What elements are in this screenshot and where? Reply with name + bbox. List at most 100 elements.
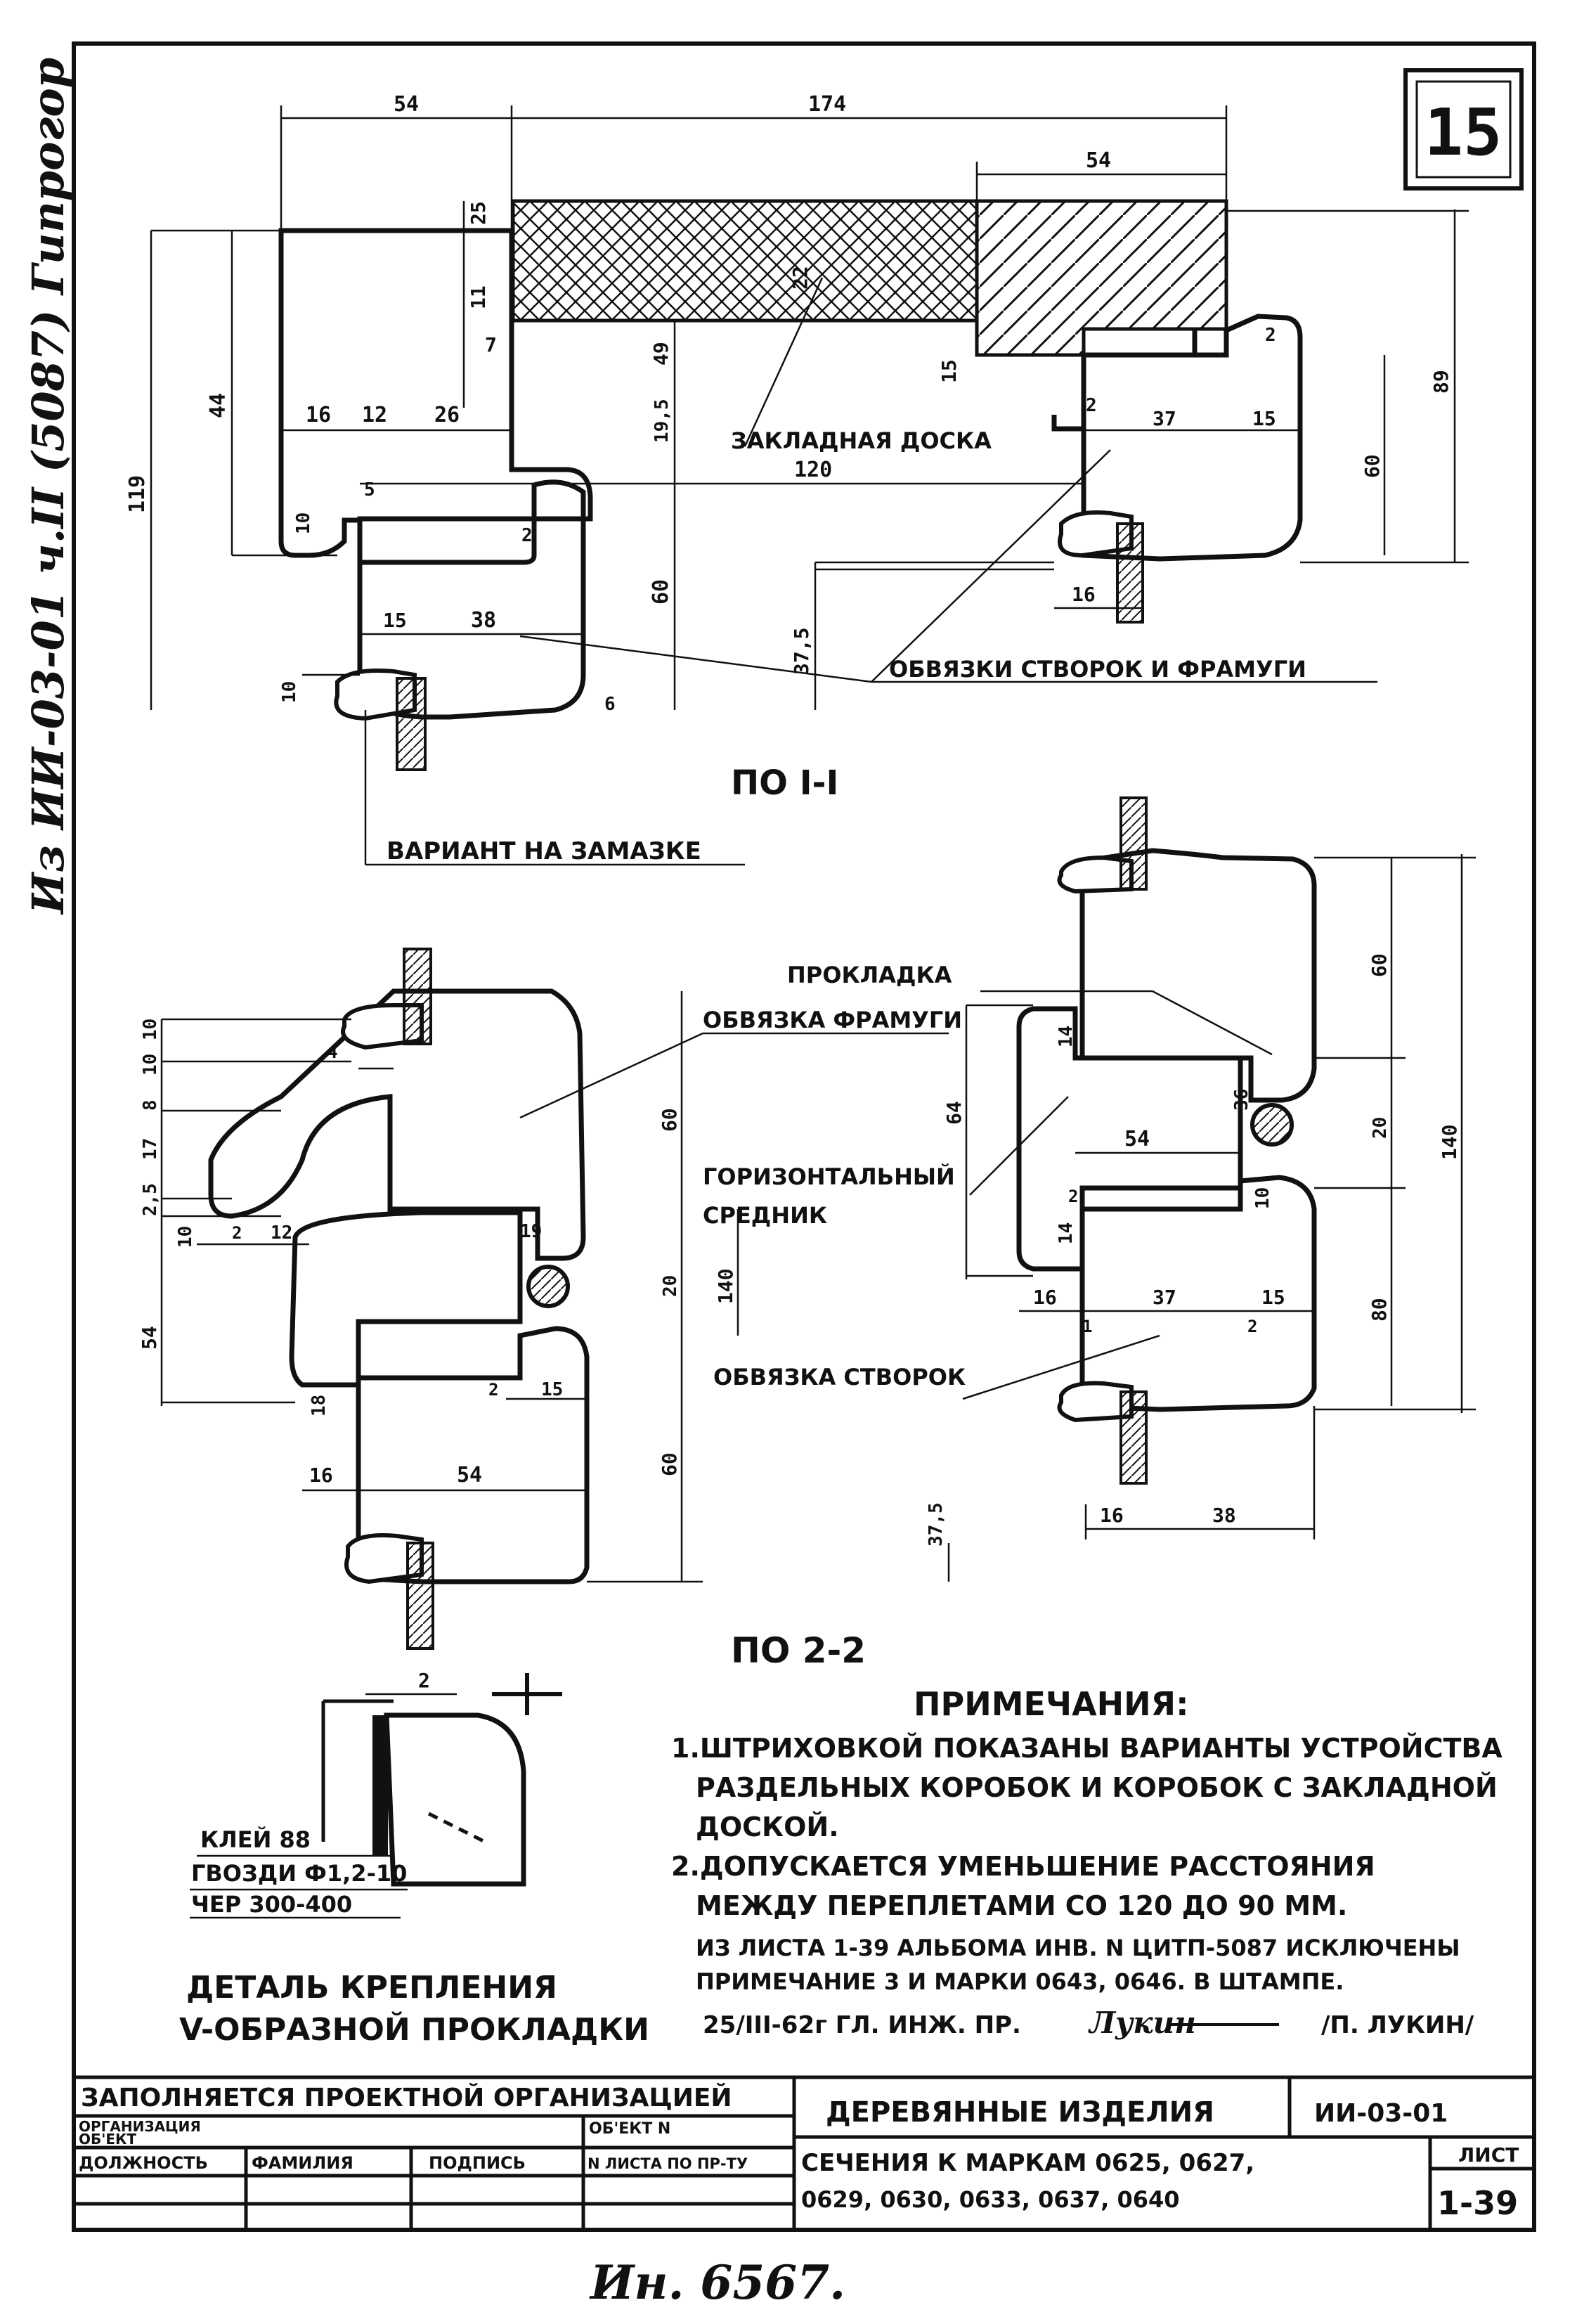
notes-line2: РАЗДЕЛЬНЫХ КОРОБОК И КОРОБОК С ЗАКЛАДНОЙ <box>696 1772 1498 1803</box>
dim-20a-2: 20 <box>660 1275 681 1297</box>
notes-signature: Лукин <box>1088 2006 1196 2040</box>
transom-profile-2a <box>208 988 586 1261</box>
dim-10d-2: 10 <box>1252 1187 1273 1209</box>
inserted-board <box>975 199 1228 357</box>
dim-54b-2: 54 <box>457 1463 482 1487</box>
dim-2-5-2: 2,5 <box>140 1183 161 1216</box>
detail-title1: ДЕТАЛЬ КРЕПЛЕНИЯ <box>186 1970 557 2006</box>
notes-line6: ИЗ ЛИСТА 1-39 АЛЬБОМА ИНВ. N ЦИТП-5087 И… <box>696 1935 1460 1961</box>
stamp-podpis: ПОДПИСЬ <box>429 2153 526 2173</box>
stamp-obj: ОБ'ЕКТ <box>79 2131 136 2148</box>
detail-dim: 2 <box>418 1669 430 1692</box>
dim-10a: 10 <box>293 512 314 534</box>
dim-2a: 2 <box>521 525 533 546</box>
stamp-dolzhnost: ДОЛЖНОСТЬ <box>79 2153 208 2173</box>
stamp-code: ИИ-03-01 <box>1314 2099 1448 2128</box>
dim-2d-2: 2 <box>1247 1317 1257 1336</box>
dim-140b-2: 140 <box>1438 1124 1461 1160</box>
detail-gasket-mount: 2 КЛЕЙ 88 ГВОЗДИ Ф1,2-10 ЧЕР 300-400 ДЕТ… <box>179 1669 649 2048</box>
dim-37: 37 <box>1153 407 1176 430</box>
sash-frame-1b <box>1051 330 1198 432</box>
dim-120: 120 <box>794 458 832 482</box>
label-gorizontalny: ГОРИЗОНТАЛЬНЫЙ <box>703 1163 955 1190</box>
gasket-2a <box>526 1265 570 1308</box>
dim-54: 54 <box>394 92 419 117</box>
dim-15a: 15 <box>937 359 961 383</box>
dim-64-2: 64 <box>942 1101 966 1125</box>
dim-8-2: 8 <box>140 1099 161 1111</box>
dim-38-2: 38 <box>1212 1504 1236 1527</box>
side-note: Из ИИ-03-01 ч.II (5087) Гипрогор <box>22 58 74 915</box>
stamp-familiya: ФАМИЛИЯ <box>252 2153 353 2173</box>
dim-10a-2: 10 <box>140 1019 161 1040</box>
dim-22: 22 <box>788 266 812 290</box>
dim-15c: 15 <box>1252 407 1276 430</box>
dim-60a-2: 60 <box>658 1108 681 1132</box>
sash-profile-2b <box>1079 1175 1317 1412</box>
transom-profile-2b <box>1079 848 1317 1103</box>
caption-s1: ПО I-I <box>731 763 838 803</box>
glass-2b <box>406 1542 434 1650</box>
section-2-2-left: 10 10 8 17 2,5 54 4 60 10 2 12 19 20 140… <box>138 948 950 1650</box>
dim-10b: 10 <box>279 681 300 703</box>
section-2-2-right: 60 14 64 36 54 20 140 14 2 10 16 37 15 1… <box>942 796 1476 1539</box>
dim-14a-2: 14 <box>1056 1026 1077 1047</box>
detail-note3: ЧЕР 300-400 <box>191 1891 352 1918</box>
title-block <box>74 2075 1534 2230</box>
label-zakladnaya: ЗАКЛАДНАЯ ДОСКА <box>731 427 992 454</box>
dim-49: 49 <box>649 342 673 366</box>
detail-vstrip <box>372 1715 388 1856</box>
dim-16a-2: 16 <box>309 1464 333 1487</box>
dim-15a-2: 15 <box>541 1379 563 1400</box>
dim-16b-2: 16 <box>1033 1286 1057 1309</box>
sash-profile-2a <box>356 1326 590 1584</box>
dim-2a-2: 2 <box>232 1223 242 1243</box>
notes-line5: МЕЖДУ ПЕРЕПЛЕТАМИ СО 120 ДО 90 ММ. <box>696 1890 1347 1921</box>
detail-note1: КЛЕЙ 88 <box>200 1826 311 1853</box>
dim-54-2: 54 <box>138 1326 161 1350</box>
dim-60b-2: 60 <box>658 1452 681 1476</box>
dim-25: 25 <box>467 201 490 225</box>
stamp-obj-no: ОБ'ЕКТ N <box>589 2120 670 2138</box>
mullion-profile-2b <box>1016 1006 1243 1272</box>
dim-2c: 2 <box>1086 395 1097 416</box>
glass-1a <box>396 677 427 771</box>
label-prokladka: ПРОКЛАДКА <box>787 962 952 988</box>
dim-7: 7 <box>485 333 497 356</box>
dim-20b-2: 20 <box>1370 1117 1391 1139</box>
label-zamazka: ВАРИАНТ НА ЗАМАЗКЕ <box>387 837 701 865</box>
dim-lines-2a <box>160 991 950 1583</box>
notes-title: ПРИМЕЧАНИЯ: <box>914 1685 1189 1723</box>
detail-nail <box>427 1812 486 1844</box>
glass-1b <box>1116 522 1144 624</box>
dim-17-2: 17 <box>140 1138 161 1160</box>
dim-140a-2: 140 <box>714 1268 737 1304</box>
notes-line1: 1.ШТРИХОВКОЙ ПОКАЗАНЫ ВАРИАНТЫ УСТРОЙСТВ… <box>671 1733 1503 1764</box>
dim-174: 174 <box>808 92 846 117</box>
dim-37-5-2: 37,5 <box>926 1502 947 1547</box>
dim-18-2: 18 <box>309 1395 330 1416</box>
dim-15b: 15 <box>383 609 407 632</box>
dim-54c-2: 54 <box>1124 1127 1150 1151</box>
notes-line3: ДОСКОЙ. <box>696 1812 839 1842</box>
dim-1-2: 1 <box>1082 1317 1092 1336</box>
notes-name: /П. ЛУКИН/ <box>1321 2011 1474 2039</box>
dim-60a: 60 <box>649 579 673 605</box>
detail-profile <box>384 1712 526 1887</box>
gasket-2b <box>1250 1103 1294 1147</box>
dim-5: 5 <box>364 479 375 501</box>
stamp-title: ДЕРЕВЯННЫЕ ИЗДЕЛИЯ <box>826 2096 1214 2129</box>
section-1-1: 54 174 54 25 11 7 22 49 15 16 12 26 44 1… <box>125 92 1469 866</box>
dim-80-2: 80 <box>1368 1298 1391 1322</box>
label-obvyazki: ОБВЯЗКИ СТВОРОК И ФРАМУГИ <box>889 656 1306 683</box>
stamp-list-no: N ЛИСТА ПО ПР-ТУ <box>588 2155 748 2172</box>
detail-note2: ГВОЗДИ Ф1,2-10 <box>191 1860 407 1887</box>
label-obvyazka-stvorok: ОБВЯЗКА СТВОРОК <box>713 1364 966 1390</box>
glass-2d <box>1120 1390 1148 1485</box>
label-obvyazka-framugi: ОБВЯЗКА ФРАМУГИ <box>703 1007 962 1033</box>
notes-line7: ПРИМЕЧАНИЕ 3 И МАРКИ 0643, 0646. В ШТАМП… <box>696 1968 1344 1995</box>
dim-60c-2: 60 <box>1368 953 1391 977</box>
dim-60b: 60 <box>1361 454 1384 478</box>
dim-19-2: 19 <box>520 1221 542 1242</box>
dim-12-2: 12 <box>271 1222 292 1244</box>
